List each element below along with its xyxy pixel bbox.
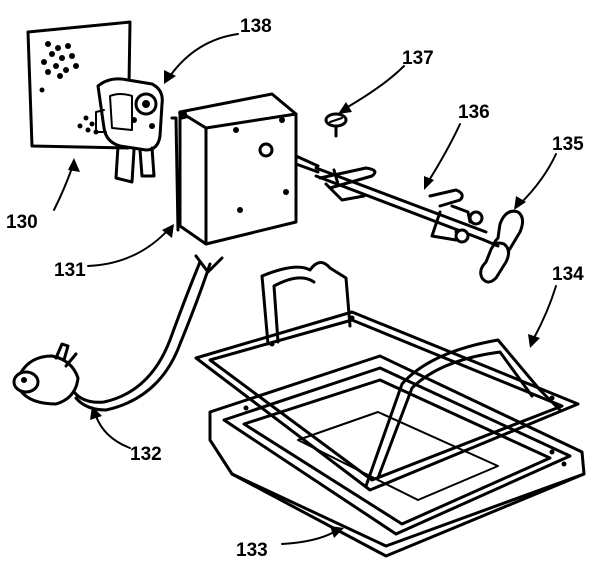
part-137-thumb-screw [324,112,348,138]
label-138: 138 [240,16,272,37]
part-132-power-cord [12,254,224,412]
label-130: 130 [6,212,38,233]
label-132: 132 [130,444,162,465]
callout-leaders [53,33,557,545]
part-133-drip-pan [208,354,586,558]
part-136-spit-rod-forks [314,166,488,244]
label-137: 137 [402,48,434,69]
label-136: 136 [458,102,490,123]
label-134: 134 [552,264,584,285]
part-134-wire-rack [194,261,580,492]
part-131-motor-housing [170,92,320,246]
label-133: 133 [236,540,268,561]
part-138-motor-clip [95,77,164,184]
label-131: 131 [54,260,86,281]
part-135-spit-handle [479,209,525,284]
label-135: 135 [552,134,584,155]
